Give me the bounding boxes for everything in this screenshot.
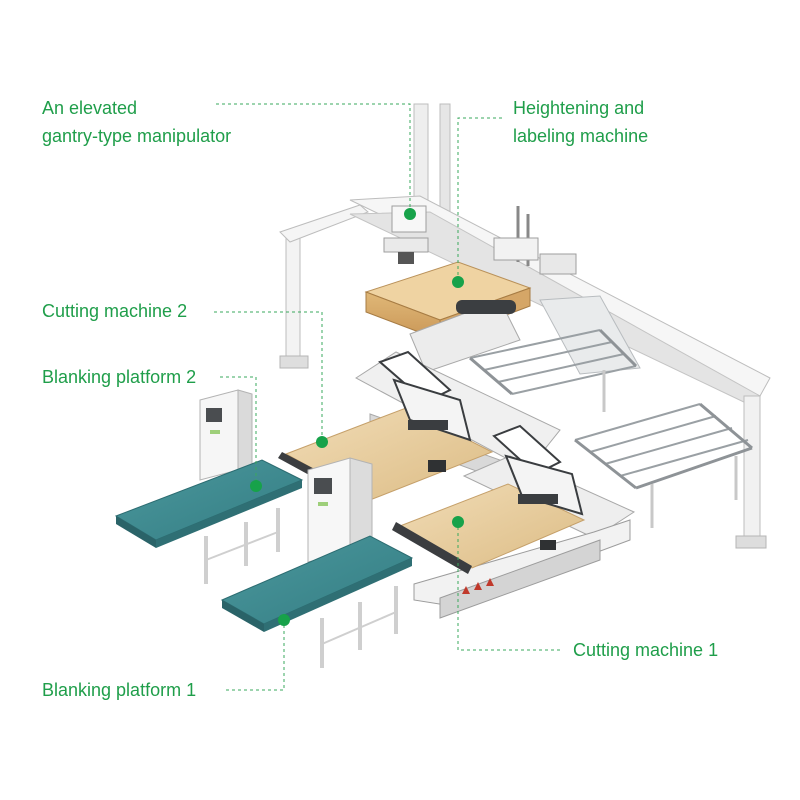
roller-conveyor-upper — [469, 295, 641, 412]
leader-cutting-machine-1 — [457, 522, 560, 651]
control-cabinet-1 — [307, 457, 373, 563]
leader-cutting-machine-2 — [214, 311, 323, 442]
marker-gantry — [404, 208, 416, 220]
label-blanking-platform-2: Blanking platform 2 — [42, 367, 197, 387]
heightening-labeling-machine — [364, 206, 577, 373]
label-cutting-machine-1: Cutting machine 1 — [573, 640, 719, 660]
label-gantry-manipulator: An elevated gantry-type manipulator — [42, 94, 231, 150]
blanking-platform-2 — [114, 459, 304, 584]
control-cabinet-2 — [199, 389, 253, 481]
marker-heightening — [452, 276, 464, 288]
leader-gantry — [216, 103, 411, 214]
blanking-platform-1 — [220, 535, 414, 668]
marker-blanking-platform-1 — [278, 614, 290, 626]
leader-lines — [214, 103, 560, 691]
marker-cutting-machine-2 — [316, 436, 328, 448]
label-gantry-line1: An elevated — [42, 98, 138, 118]
leader-blanking-platform-1 — [226, 620, 285, 691]
label-heightening-line1: Heightening and — [513, 98, 645, 118]
leader-blanking-platform-2 — [220, 376, 257, 486]
cutting-machine-1 — [392, 424, 636, 619]
marker-blanking-platform-2 — [250, 480, 262, 492]
roller-conveyor-lower — [574, 402, 753, 528]
marker-dots — [250, 208, 464, 626]
label-cutting-machine-2: Cutting machine 2 — [42, 301, 188, 321]
leader-heightening — [457, 117, 502, 282]
label-heightening-line2: labeling machine — [513, 126, 649, 146]
label-gantry-line2: gantry-type manipulator — [42, 126, 232, 146]
marker-cutting-machine-1 — [452, 516, 464, 528]
label-heightening-labeling-machine: Heightening and labeling machine — [513, 94, 648, 150]
label-blanking-platform-1: Blanking platform 1 — [42, 680, 197, 700]
